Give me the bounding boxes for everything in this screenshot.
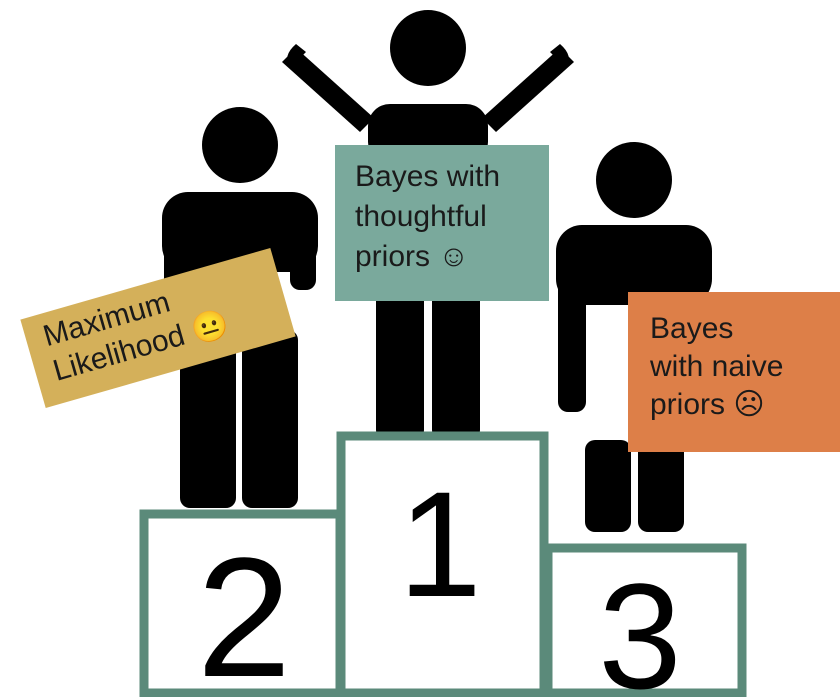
sign-third-line1: Bayes <box>650 312 734 345</box>
podium-second-block <box>139 509 345 697</box>
sign-first-line1: Bayes with <box>355 160 501 193</box>
podium-number-3: 3 <box>598 552 681 697</box>
sign-first-line3: priors ☺ <box>355 240 469 273</box>
sign-third-line3: priors ☹ <box>650 388 765 421</box>
podium-blocks <box>139 431 747 697</box>
podium-first-block <box>336 431 549 697</box>
podium-number-2: 2 <box>197 523 292 697</box>
sign-first-line2: thoughtful <box>355 200 487 233</box>
sign-third-line2: with naive <box>650 350 784 383</box>
winner-figure-icon <box>282 10 574 440</box>
second-place-figure-icon <box>162 107 318 508</box>
third-place-figure-icon <box>556 142 712 532</box>
sign-bayes-thoughtful-priors: Bayes with thoughtful priors ☺ <box>335 145 549 301</box>
podium-number-1: 1 <box>398 460 481 628</box>
sign-bayes-naive-priors: Bayes with naive priors ☹ <box>628 292 840 452</box>
